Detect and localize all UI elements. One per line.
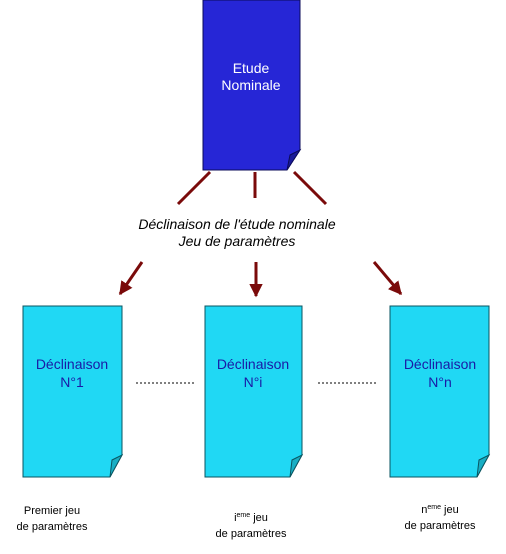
label-ith: ieme jeu de paramètres [216, 512, 287, 540]
declination-1-line1: Déclinaison [36, 356, 108, 372]
declination-1-line2: N°1 [60, 374, 84, 390]
connector-lines [176, 170, 328, 206]
declination-i-document: Déclinaison N°i [204, 305, 304, 478]
caption-line1: Déclinaison de l'étude nominale [138, 216, 335, 232]
label-first-line2: de paramètres [17, 521, 88, 533]
arrow-right [372, 261, 403, 296]
label-nth-line2: de paramètres [405, 520, 476, 532]
caption-line2: Jeu de paramètres [178, 233, 296, 249]
nominal-study-document: Etude Nominale [202, 0, 302, 171]
declination-i-line1: Déclinaison [217, 356, 289, 372]
label-nth-line1: neme jeu [421, 504, 459, 516]
nominal-title-line2: Nominale [221, 77, 280, 93]
declination-1-document: Déclinaison N°1 [22, 305, 124, 478]
label-ith-line1: ieme jeu [234, 512, 268, 524]
arrows [118, 261, 403, 298]
label-first: Premier jeu de paramètres [17, 505, 88, 533]
arrow-left [118, 261, 144, 296]
declination-n-document: Déclinaison N°n [389, 305, 491, 478]
declination-n-line2: N°n [428, 374, 452, 390]
label-nth: neme jeu de paramètres [405, 504, 476, 532]
declination-n-line1: Déclinaison [404, 356, 476, 372]
label-ith-line2: de paramètres [216, 528, 287, 540]
nominal-title-line1: Etude [233, 60, 270, 76]
label-first-line1: Premier jeu [24, 505, 80, 517]
declination-i-line2: N°i [244, 374, 263, 390]
